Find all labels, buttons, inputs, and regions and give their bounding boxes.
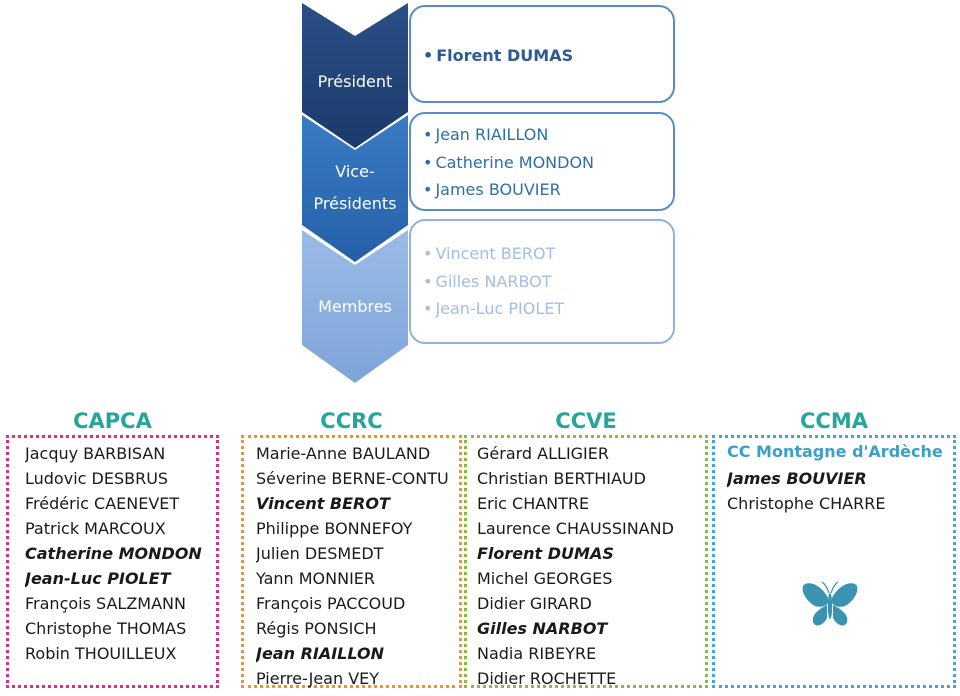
butterfly-icon (802, 581, 858, 626)
community-title-ccma: CCMA (800, 409, 868, 433)
community-member: Eric CHANTRE (477, 494, 590, 513)
vice-presidents-name-list: Jean RIAILLONCatherine MONDONJames BOUVI… (423, 121, 673, 204)
ccma-subtitle: CC Montagne d'Ardèche (727, 442, 943, 461)
chevron-members (302, 230, 408, 383)
community-box-ccma: CC Montagne d'Ardèche James BOUVIER Chris… (712, 435, 956, 688)
hierarchy-name: Gilles NARBOT (423, 268, 673, 296)
community-member: Séverine BERNE-CONTU (256, 469, 449, 488)
community-member: Jacquy BARBISAN (25, 444, 166, 463)
community-title-ccrc: CCRC (320, 409, 383, 433)
community-member: Jean RIAILLON (256, 644, 384, 663)
hierarchy-name: Catherine MONDON (423, 149, 673, 177)
community-box-ccrc: Marie-Anne BAULAND Séverine BERNE-CONTU Vi… (241, 435, 462, 688)
ccma-member-list: James BOUVIER Christophe CHARRE (727, 466, 953, 516)
hierarchy-name: Florent DUMAS (423, 42, 673, 70)
president-names-box: Florent DUMAS (409, 5, 675, 103)
community-member: Robin THOUILLEUX (25, 644, 177, 663)
community-member: Philippe BONNEFOY (256, 519, 413, 538)
community-member: Yann MONNIER (256, 569, 376, 588)
hierarchy-chevrons (302, 3, 408, 383)
community-title-ccve: CCVE (555, 409, 617, 433)
community-box-capca: Jacquy BARBISAN Ludovic DESBRUS Frédéric C… (6, 435, 219, 688)
community-member: Michel GEORGES (477, 569, 613, 588)
community-member: Vincent BEROT (256, 494, 390, 513)
community-member: Gilles NARBOT (477, 619, 608, 638)
role-label-president: Président (317, 72, 393, 91)
community-member: François SALZMANN (25, 594, 186, 613)
hierarchy-name: James BOUVIER (423, 176, 673, 204)
community-member: Laurence CHAUSSINAND (477, 519, 674, 538)
community-member: Florent DUMAS (477, 544, 614, 563)
community-member: Christophe THOMAS (25, 619, 187, 638)
president-name-list: Florent DUMAS (423, 42, 673, 70)
community-member: Pierre-Jean VEY (256, 669, 380, 688)
vice-presidents-names-box: Jean RIAILLONCatherine MONDONJames BOUVI… (409, 112, 675, 211)
community-member: Catherine MONDON (25, 544, 202, 563)
members-name-list: Vincent BEROTGilles NARBOTJean-Luc PIOLE… (423, 240, 673, 323)
community-member: Didier GIRARD (477, 594, 592, 613)
community-member: Julien DESMEDT (256, 544, 384, 563)
community-member: Ludovic DESBRUS (25, 469, 169, 488)
chevron-president (302, 3, 408, 148)
ccrc-member-list: Marie-Anne BAULAND Séverine BERNE-CONTU Vi… (256, 441, 459, 691)
community-member: Christian BERTHIAUD (477, 469, 646, 488)
chevron-vice-presidents (302, 115, 408, 262)
role-label-members: Membres (318, 297, 392, 316)
community-title-capca: CAPCA (73, 409, 152, 433)
community-member: François PACCOUD (256, 594, 406, 613)
community-member: Frédéric CAENEVET (25, 494, 180, 513)
community-member: Gérard ALLIGIER (477, 444, 609, 463)
community-member: Christophe CHARRE (727, 494, 886, 513)
community-box-ccve: Gérard ALLIGIER Christian BERTHIAUD Eric C… (464, 435, 708, 688)
hierarchy-name: Jean RIAILLON (423, 121, 673, 149)
community-member: Didier ROCHETTE (477, 669, 617, 688)
community-member: Nadia RIBEYRE (477, 644, 597, 663)
hierarchy-name: Jean-Luc PIOLET (423, 295, 673, 323)
community-member: James BOUVIER (727, 469, 867, 488)
ccve-member-list: Gérard ALLIGIER Christian BERTHIAUD Eric C… (477, 441, 705, 691)
community-member: Patrick MARCOUX (25, 519, 166, 538)
capca-member-list: Jacquy BARBISAN Ludovic DESBRUS Frédéric C… (25, 441, 216, 666)
community-member: Marie-Anne BAULAND (256, 444, 431, 463)
community-member: Jean-Luc PIOLET (25, 569, 171, 588)
hierarchy-name: Vincent BEROT (423, 240, 673, 268)
members-names-box: Vincent BEROTGilles NARBOTJean-Luc PIOLE… (409, 219, 675, 344)
community-member: Régis PONSICH (256, 619, 377, 638)
role-label-vice-presidents-line2: Présidents (313, 194, 397, 213)
role-label-vice-presidents-line1: Vice- (335, 162, 375, 181)
